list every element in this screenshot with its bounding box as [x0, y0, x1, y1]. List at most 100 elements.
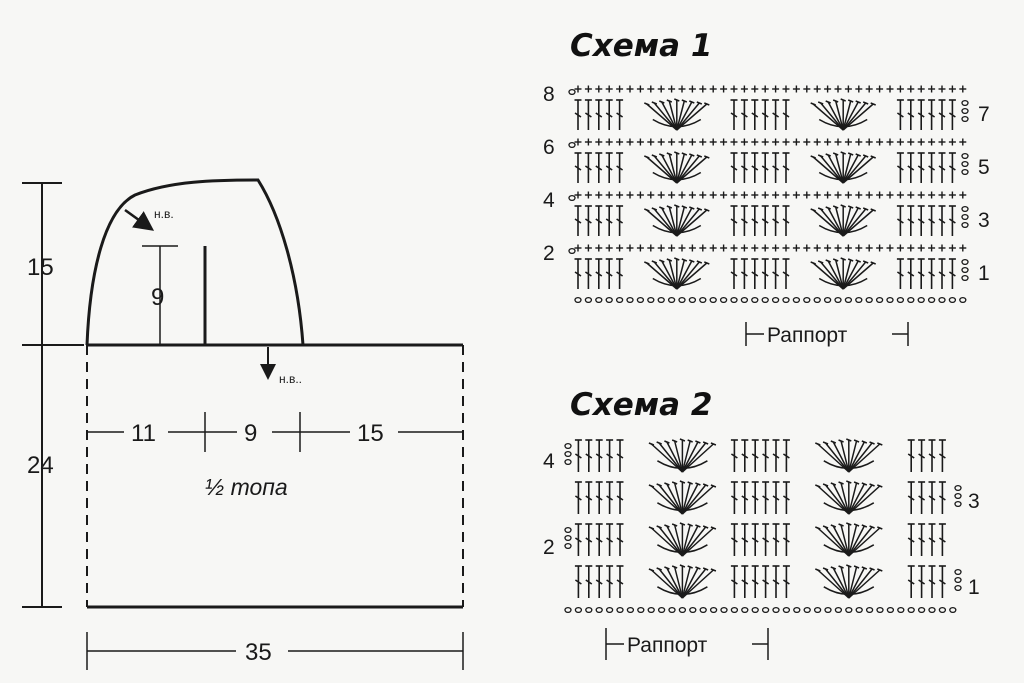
left-part-label: 11: [131, 420, 156, 447]
scheme1-repeat-bracket: [745, 322, 909, 346]
chain-stitch-icon: [699, 606, 707, 614]
single-crochet-icon: [595, 244, 603, 252]
single-crochet-icon: [907, 138, 915, 146]
double-crochet-icon: [616, 481, 624, 514]
double-crochet-icon: [938, 205, 946, 236]
double-crochet-icon: [762, 565, 770, 598]
single-crochet-icon: [584, 244, 592, 252]
single-crochet-icon: [668, 85, 676, 93]
chain-stitch-icon: [584, 296, 593, 304]
single-crochet-icon: [855, 138, 863, 146]
chain-stitch-icon: [688, 296, 697, 304]
scheme1-row-label: 1: [978, 262, 990, 285]
single-crochet-icon: [678, 85, 686, 93]
double-crochet-icon: [928, 258, 936, 289]
chain-stitch-icon: [886, 296, 894, 304]
single-crochet-icon: [959, 85, 967, 93]
double-crochet-icon: [605, 258, 613, 289]
double-crochet-icon: [918, 481, 926, 514]
chain-stitch-icon: [574, 296, 582, 304]
scheme2-stitch-chart: [564, 438, 962, 614]
chain-stitch-icon: [865, 606, 874, 614]
single-crochet-icon: [761, 191, 769, 199]
double-crochet-icon: [772, 152, 780, 183]
double-crochet-icon: [605, 205, 613, 236]
single-crochet-icon: [948, 191, 956, 199]
double-crochet-icon: [751, 565, 759, 598]
scheme1-title: Схема 1: [570, 28, 712, 64]
double-crochet-icon: [740, 205, 748, 236]
double-crochet-icon: [595, 99, 603, 130]
chain-stitch-icon: [615, 296, 624, 304]
right-part-label: 15: [357, 420, 384, 447]
single-crochet-icon: [865, 138, 873, 146]
single-crochet-icon: [803, 244, 811, 252]
chain-stitch-icon: [834, 296, 842, 304]
chain-stitch-icon: [751, 606, 759, 614]
single-crochet-icon: [699, 191, 707, 199]
single-crochet-icon: [959, 191, 967, 199]
double-crochet-icon: [896, 258, 904, 289]
double-crochet-icon: [730, 439, 738, 472]
chain-stitch-icon: [668, 606, 676, 614]
single-crochet-icon: [948, 138, 956, 146]
double-crochet-icon: [938, 258, 946, 289]
single-crochet-icon: [813, 85, 821, 93]
double-crochet-icon: [917, 99, 925, 130]
double-crochet-icon: [606, 565, 614, 598]
single-crochet-icon: [751, 138, 759, 146]
chain-stitch-icon: [585, 606, 593, 614]
double-crochet-icon: [928, 205, 936, 236]
single-crochet-icon: [761, 85, 769, 93]
double-crochet-icon: [782, 258, 790, 289]
scheme2-repeat-bracket: [605, 628, 769, 660]
single-crochet-icon: [636, 85, 644, 93]
chain-stitch-icon: [636, 296, 645, 304]
single-crochet-icon: [948, 244, 956, 252]
single-crochet-icon: [688, 85, 696, 93]
chain-stitch-icon: [803, 296, 811, 304]
fan-stitch-icon: [648, 522, 717, 557]
single-crochet-icon: [844, 85, 852, 93]
single-crochet-icon: [626, 244, 634, 252]
chain-stitch-icon: [568, 247, 576, 255]
single-crochet-icon: [657, 85, 665, 93]
chain-stitch-icon: [886, 606, 895, 614]
chain-stitch-icon: [761, 296, 769, 304]
yoke-height-label: 15: [27, 254, 54, 281]
double-crochet-icon: [782, 99, 790, 130]
double-crochet-icon: [616, 523, 624, 556]
double-crochet-icon: [772, 565, 780, 598]
double-crochet-icon: [730, 205, 738, 236]
chain-stitch-icon: [605, 606, 614, 614]
single-crochet-icon: [574, 191, 582, 199]
single-crochet-icon: [647, 244, 655, 252]
single-crochet-icon: [834, 85, 842, 93]
mid-part-label: 9: [244, 420, 257, 447]
single-crochet-icon: [761, 138, 769, 146]
double-crochet-icon: [896, 152, 904, 183]
scheme2-repeat-label: Раппорт: [627, 634, 708, 657]
chain-stitch-icon: [961, 168, 969, 176]
chain-stitch-icon: [616, 606, 624, 614]
double-crochet-icon: [918, 565, 926, 598]
single-crochet-icon: [834, 191, 842, 199]
double-crochet-icon: [606, 481, 614, 514]
double-crochet-icon: [616, 439, 624, 472]
single-crochet-icon: [720, 244, 728, 252]
fan-stitch-icon: [815, 480, 883, 515]
chain-stitch-icon: [959, 296, 967, 304]
fan-stitch-icon: [648, 438, 717, 473]
single-crochet-icon: [605, 244, 613, 252]
single-crochet-icon: [720, 85, 728, 93]
single-crochet-icon: [896, 85, 904, 93]
chain-stitch-icon: [647, 296, 655, 304]
fan-stitch-icon: [644, 257, 710, 290]
chain-stitch-icon: [865, 296, 873, 304]
scheme2-row-label: 3: [968, 490, 980, 513]
chain-stitch-icon: [771, 296, 780, 304]
chain-stitch-icon: [719, 296, 728, 304]
chain-stitch-icon: [961, 221, 969, 229]
chain-stitch-icon: [954, 484, 962, 492]
single-crochet-icon: [584, 191, 592, 199]
